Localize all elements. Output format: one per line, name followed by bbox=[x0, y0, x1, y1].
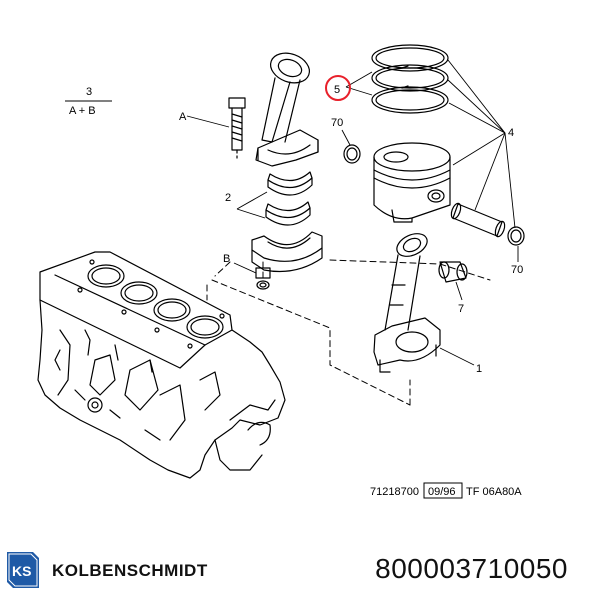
small-end-bush bbox=[438, 261, 468, 283]
circlip-left bbox=[343, 144, 361, 164]
drawing-code-part: 71218700 bbox=[370, 486, 419, 498]
bolt-a bbox=[228, 97, 246, 159]
engine-block bbox=[37, 251, 286, 479]
kolbenschmidt-logo: KS bbox=[7, 552, 39, 588]
label-7: 7 bbox=[458, 303, 464, 315]
label-fraction-den: A + B bbox=[69, 105, 96, 117]
label-b: B bbox=[223, 253, 230, 265]
brand-block: KS KOLBENSCHMIDT bbox=[5, 548, 235, 592]
label-a: A bbox=[179, 111, 187, 123]
label-fraction-num: 3 bbox=[86, 86, 92, 98]
circlip-right bbox=[507, 226, 525, 246]
part-number: 800003710050 bbox=[375, 553, 568, 584]
drawing-code: 71218700 09/96 TF 06A80A bbox=[370, 482, 522, 499]
logo-text: KS bbox=[12, 563, 31, 579]
drawing-code-ref: TF 06A80A bbox=[466, 486, 522, 498]
drawing-code-date-box bbox=[423, 482, 463, 499]
piston bbox=[373, 142, 451, 223]
label-2: 2 bbox=[225, 192, 231, 204]
gudgeon-pin bbox=[450, 202, 506, 238]
piston-rings bbox=[371, 44, 449, 114]
label-1: 1 bbox=[476, 363, 482, 375]
leader-lines bbox=[65, 59, 519, 366]
brand-name: KOLBENSCHMIDT bbox=[52, 561, 208, 580]
drawing-code-date: 09/96 bbox=[428, 486, 456, 498]
connecting-rod-upper bbox=[255, 52, 319, 167]
label-70-top: 70 bbox=[331, 117, 343, 129]
bearing-shells bbox=[265, 171, 313, 226]
label-5: 5 bbox=[334, 84, 340, 96]
callout-labels: 3 A + B A B 2 5 4 70 70 7 1 bbox=[69, 84, 523, 375]
highlight-circle bbox=[325, 75, 351, 101]
bolt-b bbox=[255, 267, 271, 290]
label-70-bottom: 70 bbox=[511, 264, 523, 276]
connecting-rod-lower bbox=[373, 233, 441, 373]
rod-cap bbox=[251, 231, 323, 273]
label-4: 4 bbox=[508, 127, 514, 139]
